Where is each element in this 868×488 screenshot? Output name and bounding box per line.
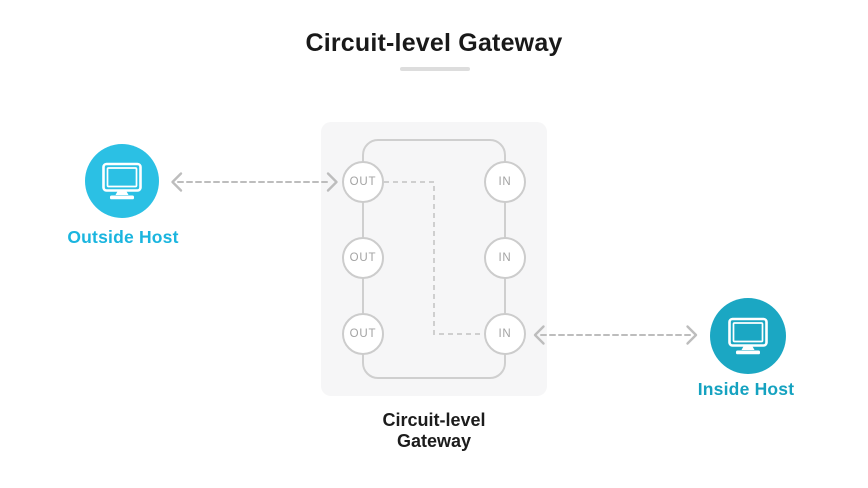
port-label: IN bbox=[498, 176, 511, 188]
port-circle bbox=[484, 313, 526, 355]
title-underline bbox=[400, 67, 470, 71]
inside-arrow bbox=[533, 325, 698, 345]
port-in-1: IN bbox=[484, 161, 526, 203]
page-title: Circuit-level Gateway bbox=[305, 29, 563, 57]
arrowhead-right-icon bbox=[326, 172, 338, 192]
monitor-icon bbox=[102, 162, 142, 200]
port-label: IN bbox=[498, 328, 511, 340]
inside-host bbox=[710, 298, 786, 374]
port-circle bbox=[342, 313, 384, 355]
port-circle bbox=[342, 237, 384, 279]
port-label: OUT bbox=[350, 328, 377, 340]
port-circle bbox=[484, 161, 526, 203]
session-path bbox=[384, 181, 483, 335]
outside-host-label: Outside Host bbox=[67, 227, 179, 247]
port-label: OUT bbox=[350, 252, 377, 264]
inside-host-circle bbox=[710, 298, 786, 374]
inside-host-label: Inside Host bbox=[697, 379, 795, 399]
monitor-icon bbox=[728, 317, 768, 355]
port-label: IN bbox=[498, 252, 511, 264]
arrowhead-left-icon bbox=[533, 325, 545, 345]
port-out-1: OUT bbox=[342, 161, 384, 203]
outside-host-circle bbox=[85, 144, 159, 218]
port-in-3: IN bbox=[484, 313, 526, 355]
port-in-2: IN bbox=[484, 237, 526, 279]
port-circle bbox=[484, 237, 526, 279]
arrowhead-right-icon bbox=[686, 325, 698, 345]
gateway-caption-line2: Gateway bbox=[396, 431, 472, 451]
port-circle bbox=[342, 161, 384, 203]
arrowhead-left-icon bbox=[171, 172, 183, 192]
port-label: OUT bbox=[350, 176, 377, 188]
gateway-caption-line1: Circuit-level bbox=[382, 410, 486, 430]
gateway-caption: Circuit-level Gateway bbox=[334, 410, 534, 452]
port-out-2: OUT bbox=[342, 237, 384, 279]
outside-arrow bbox=[171, 172, 338, 192]
outside-host bbox=[85, 144, 159, 218]
port-out-3: OUT bbox=[342, 313, 384, 355]
